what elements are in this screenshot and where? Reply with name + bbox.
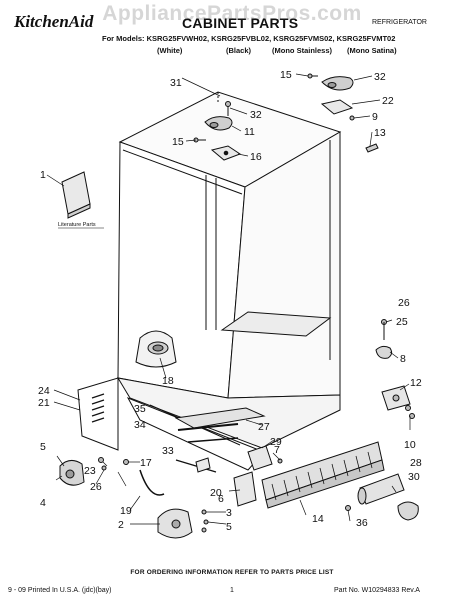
- callout-12: 12: [410, 377, 422, 389]
- water-tubing: [139, 407, 266, 496]
- rear-vent-panel: [77, 377, 119, 451]
- callout-18: 18: [162, 375, 174, 387]
- ordering-note: FOR ORDERING INFORMATION REFER TO PARTS …: [130, 569, 334, 576]
- callout-11: 11: [244, 126, 255, 138]
- lower-hinge-right: [375, 319, 415, 419]
- callout-34: 34: [134, 419, 146, 431]
- page-title: CABINET PARTS: [182, 15, 299, 31]
- callout-7: 7: [274, 444, 280, 456]
- callout-24: 24: [38, 385, 50, 397]
- category-label: REFRIGERATOR: [372, 19, 427, 26]
- callout-5: 5: [40, 441, 46, 453]
- callout-17: 17: [140, 457, 152, 469]
- callout-1: 1: [40, 169, 46, 181]
- brand-logo: KitchenAid: [14, 12, 94, 31]
- callout-27: 27: [258, 421, 270, 433]
- callout-31: 31: [170, 77, 182, 89]
- callout-10: 10: [404, 439, 416, 451]
- variant-black: (Black): [226, 46, 252, 55]
- callout-26: 26: [398, 297, 410, 309]
- callout-8: 8: [400, 353, 406, 365]
- callout-4: 4: [40, 497, 46, 509]
- literature-booklet: [61, 171, 91, 219]
- callout-6: 6: [218, 493, 224, 505]
- top-hinge-right: [307, 73, 379, 153]
- callout-26b: 26: [90, 481, 102, 493]
- callout-36: 36: [356, 517, 368, 529]
- watermark: AppliancePartsPros.com: [102, 2, 362, 25]
- literature-label: Literature Parts: [58, 222, 96, 228]
- page-number: 1: [230, 587, 234, 594]
- center-brackets: [195, 445, 283, 507]
- callout-35: 35: [134, 403, 146, 415]
- variant-mono-satina: (Mono Satina): [347, 46, 397, 55]
- callout-25: 25: [396, 316, 408, 328]
- callout-5b: 5: [226, 521, 232, 533]
- callout-22: 22: [382, 95, 394, 107]
- callout-9: 9: [372, 111, 378, 123]
- callout-20: 20: [210, 487, 222, 499]
- valve-bracket: [157, 508, 209, 539]
- callout-28: 28: [410, 457, 422, 469]
- callout-33: 33: [162, 445, 174, 457]
- toe-grille: [261, 441, 385, 511]
- print-info: 9 - 09 Printed In U.S.A. (jdc)(bay): [8, 587, 112, 594]
- callout-32: 32: [374, 71, 386, 83]
- callout-29: 29: [270, 436, 282, 448]
- roller-assembly: [135, 330, 177, 368]
- models-line: For Models: KSRG25FVWH02, KSRG25FVBL02, …: [102, 34, 396, 43]
- top-hinge-left: [193, 101, 242, 161]
- callout-19: 19: [120, 505, 132, 517]
- callout-30: 30: [408, 471, 420, 483]
- callout-16: 16: [250, 151, 262, 163]
- variant-white: (White): [157, 46, 183, 55]
- callout-32b: 32: [250, 109, 262, 121]
- callout-2: 2: [118, 519, 124, 531]
- callout-15: 15: [280, 69, 292, 81]
- part-number: Part No. W10294833 Rev.A: [334, 587, 420, 594]
- callout-21: 21: [38, 397, 50, 409]
- callout-23: 23: [84, 465, 96, 477]
- water-valve: [59, 457, 129, 486]
- variant-mono-stainless: (Mono Stainless): [272, 46, 333, 55]
- callout-14: 14: [312, 513, 324, 525]
- callout-3: 3: [226, 507, 232, 519]
- front-roller: [357, 473, 419, 521]
- cabinet-body: [117, 91, 342, 399]
- callout-13: 13: [374, 127, 386, 139]
- callout-15b: 15: [172, 136, 184, 148]
